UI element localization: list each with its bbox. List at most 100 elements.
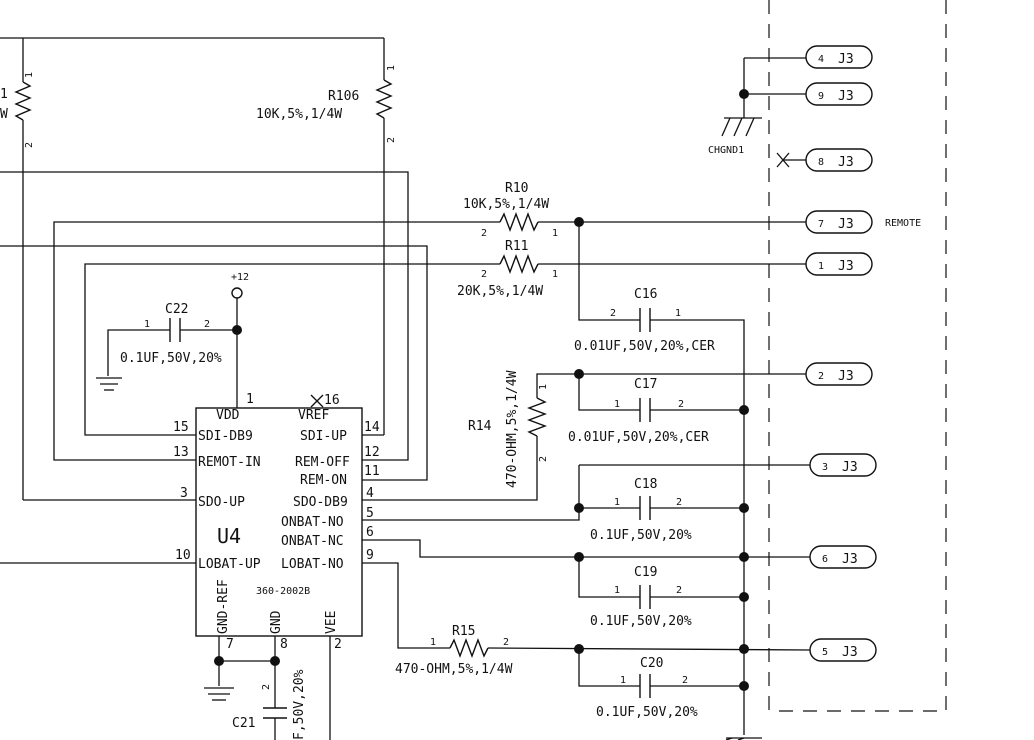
connector-ref: J3 [842,552,858,567]
connector-pin-4: 4 J3 [805,45,873,69]
connector-ref: J3 [838,52,854,67]
pin-number: 8 [818,157,824,168]
connector-ref: J3 [838,217,854,232]
capacitor-c20: C20 0.1UF,50V,20% 1 2 [578,644,749,720]
resistor-r106: 1 2 R106 10K,5%,1/4W [0,37,397,435]
pin-number: 2 [386,137,397,143]
capacitor-c18: C18 0.1UF,50V,20% 1 2 [362,464,810,543]
board-boundary [768,0,947,712]
resistor-ref: R10 [505,181,528,196]
ic-pin-number: 10 [175,548,191,563]
resistor-r14: 1 2 R14 470-OHM,5%,1/4W [362,369,806,501]
ic-pin-name: ONBAT-NC [281,534,344,549]
connector-pin-2: 2 J3 [805,362,873,386]
resistor-ref: 1 [0,87,8,102]
resistor-ref: R15 [452,624,475,639]
ic-u4: U4 360-2002B VDD 1 VREF 16 SDI-DB9 15 RE… [173,392,380,652]
connector-pin-5: 5 J3 [809,638,877,662]
resistor-r15: R15 470-OHM,5%,1/4W 1 2 [362,562,811,677]
ic-pin-number: 7 [226,637,234,652]
pin-number: 2 [261,684,272,690]
ic-pin-name: VEE [324,611,339,634]
pin-number: 2 [481,269,487,280]
capacitor-ref: C21 [232,716,255,731]
pin-number: 1 [386,65,397,71]
connector-ref: J3 [838,259,854,274]
ic-pin-number: 3 [180,486,188,501]
pin-number: 1 [144,319,150,330]
capacitor-c22: C22 0.1UF,50V,20% 1 2 [96,302,237,391]
wires-u4-loops [0,171,500,564]
capacitor-value: 0.1UF,50V,20% [120,351,222,366]
pin-number: 2 [676,585,682,596]
ic-pin-name: GND-REF [216,579,231,634]
pin-number: 1 [675,308,681,319]
pin-number: 1 [430,637,436,648]
ic-pin-name: ONBAT-NO [281,515,344,530]
pin-number: 3 [822,462,828,473]
pin-number: 2 [24,142,35,148]
ic-pin-number: 6 [366,525,374,540]
resistor-r11: R11 20K,5%,1/4W 2 1 [457,239,806,299]
ic-pin-name: GND [269,610,284,634]
resistor-ref: R14 [468,419,492,434]
pin-number: 1 [24,72,35,78]
resistor-value: W [0,107,8,122]
capacitor-ref: C22 [165,302,188,317]
ic-pin-number: 11 [364,464,380,479]
resistor-ref: R106 [328,89,359,104]
connector-pin-9: 9 J3 [805,82,873,106]
connector-ref: J3 [838,89,854,104]
ic-pin-number: 15 [173,420,189,435]
pin-number: 2 [204,319,210,330]
power-plus12: +12 [231,272,249,408]
capacitor-value: 0.1UF,50V,20% [590,528,692,543]
ic-pin-name: REM-OFF [295,455,350,470]
resistor-value: 470-OHM,5%,1/4W [395,662,513,677]
ic-pin-number: 16 [324,393,340,408]
pin-number: 9 [818,91,824,102]
remote-net-label: REMOTE [885,218,921,229]
pin-number: 2 [503,637,509,648]
pin-number: 1 [620,675,626,686]
resistor-value: 10K,5%,1/4W [463,197,549,212]
pin-number: 2 [682,675,688,686]
pin-number: 2 [481,228,487,239]
capacitor-c21: 2 C21 F,50V,20% [232,661,307,740]
connector-pin-8: 8 J3 [805,148,873,172]
ic-designator: U4 [217,524,241,548]
connector-ref: J3 [838,155,854,170]
ic-pin-name: VDD [216,408,240,423]
ic-pin-name: REMOT-IN [198,455,261,470]
capacitor-ref: C19 [634,565,657,580]
capacitor-value: 0.1UF,50V,20% [590,614,692,629]
capacitor-value: 0.01UF,50V,20%,CER [574,339,715,354]
pin-number: 1 [614,585,620,596]
ic-part-number: 360-2002B [256,586,310,597]
capacitor-value: 0.01UF,50V,20%,CER [568,430,709,445]
pin-number: 5 [822,647,828,658]
connector-ref: J3 [842,460,858,475]
capacitor-value: 0.1UF,50V,20% [596,705,698,720]
capacitor-ref: C16 [634,287,657,302]
ic-pin-name: SDO-UP [198,495,245,510]
capacitor-c17: C17 0.01UF,50V,20%,CER 1 2 [568,374,749,445]
ic-pin-number: 14 [364,420,380,435]
pin-number: 7 [818,219,824,230]
resistor-ref: R11 [505,239,528,254]
resistor-value: 10K,5%,1/4W [256,107,342,122]
pin-number: 2 [676,497,682,508]
connector-pin-1: 1 J3 [805,252,873,276]
capacitor-c19: C19 0.1UF,50V,20% 1 2 [362,539,810,629]
pin-number: 2 [678,399,684,410]
ic-pin-number: 1 [246,392,254,407]
power-label: +12 [231,272,249,283]
chassis-ground-symbol: CHGND1 [708,57,806,156]
ic-pin-number: 13 [173,445,189,460]
pin-number: 1 [552,228,558,239]
chgnd-label: CHGND1 [708,145,744,156]
ic-pin-name: LOBAT-NO [281,557,344,572]
ic-pin-number: 12 [364,445,380,460]
ic-pin-name: VREF [298,408,329,423]
